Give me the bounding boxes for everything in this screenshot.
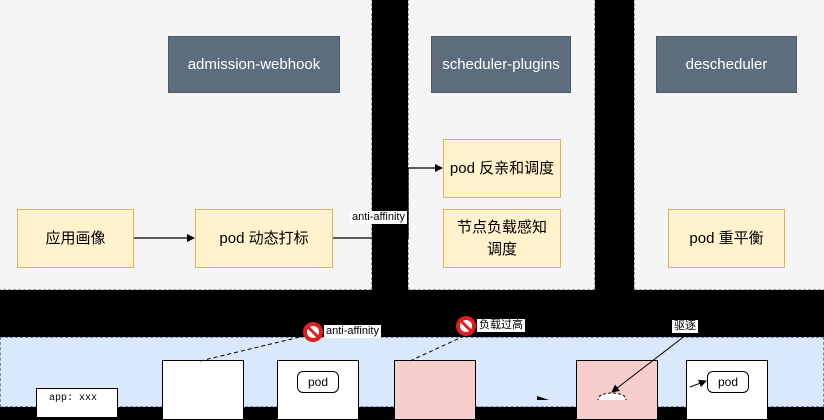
load-aware-scheduling-line1: 节点负载感知 [456,218,547,236]
app-label-text: app: xxx [49,393,98,404]
dashed-anti-affinity [199,336,301,362]
pod-anti-affinity-scheduling-box: pod 反亲和调度 [443,139,561,198]
load-aware-scheduling-box: 节点负载感知 调度 [443,209,561,268]
arrow-label-to-scheduling [333,164,443,239]
pod-rebalance-box: pod 重平衡 [668,209,785,268]
partial-arrow-head [537,396,549,400]
admission-webhook-header: admission-webhook [168,36,340,93]
scheduler-plugins-header: scheduler-plugins [431,36,571,93]
pod-pill-1: pod [297,371,339,393]
connectors [134,164,707,400]
arrow-pod-move [689,379,707,388]
anti-affinity-edge-label: anti-affinity [350,211,407,224]
pod-labeling-box: pod 动态打标 [195,209,333,268]
app-profile-box: 应用画像 [17,209,134,268]
evicted-pod-placeholder [597,392,627,400]
arrow-evict [611,334,687,393]
forbidden-icon [456,316,476,336]
anti-affinity-blocked-label: anti-affinity [324,325,381,338]
evict-label: 驱逐 [672,320,698,333]
load-high-label: 负载过高 [477,319,525,332]
descheduler-header: descheduler [656,36,797,93]
dashed-load-high [409,336,463,362]
forbidden-icon [303,322,323,342]
load-aware-scheduling-line2: 调度 [486,240,517,258]
pod-pill-2: pod [707,371,749,393]
